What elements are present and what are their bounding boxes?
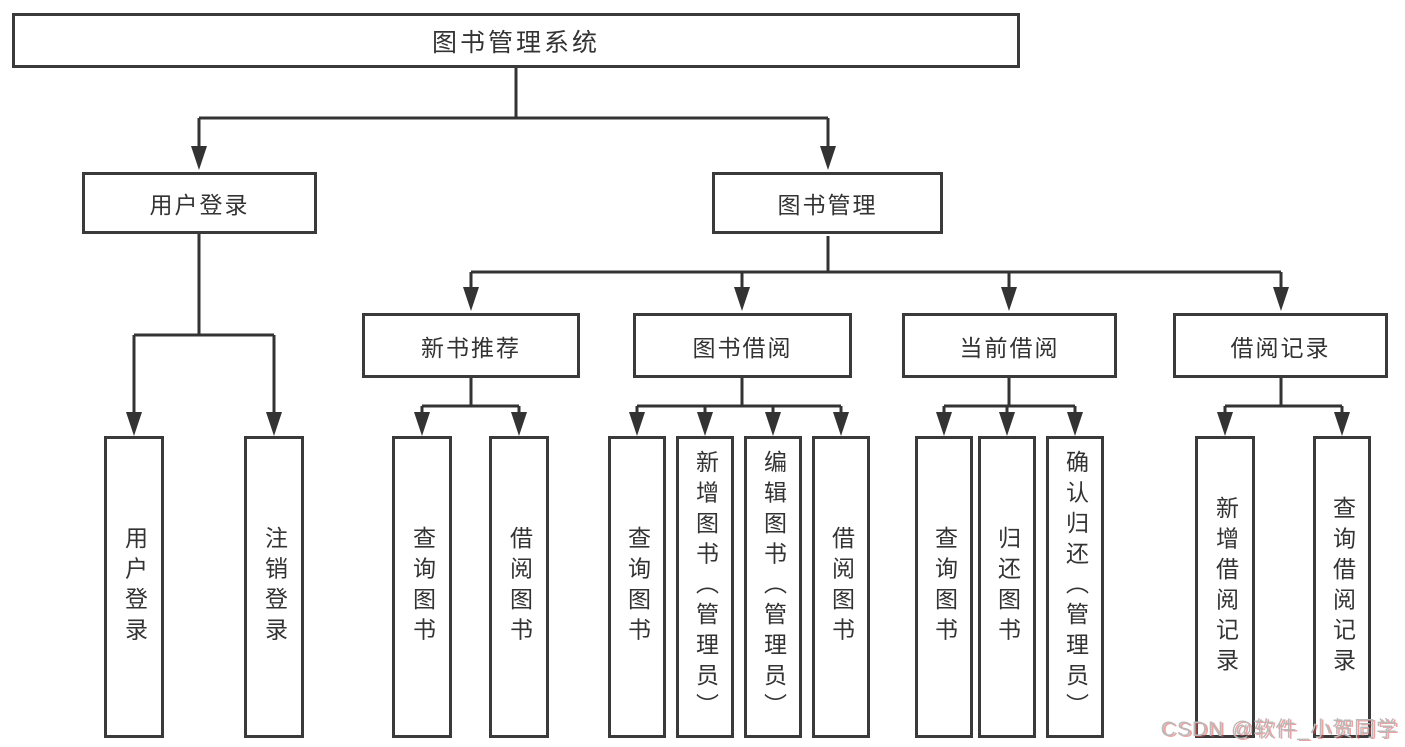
leaf-logout-label: 注销登录 [261,526,288,648]
node-current-borrow: 当前借阅 [902,313,1117,378]
leaf-borrowrecord-add-label: 新增借阅记录 [1212,495,1239,679]
connector-book-mgmt-children [463,236,1289,311]
leaf-bookborrow-borrow-label: 借阅图书 [828,526,855,648]
node-current-borrow-label: 当前借阅 [959,334,1060,361]
leaf-currentborrow-return-label: 归还图书 [994,526,1021,648]
leaf-newbook-query-label: 查询图书 [409,526,436,648]
connector-new-book-rec-children [414,378,527,436]
node-book-borrow: 图书借阅 [633,313,852,378]
node-user-login: 用户登录 [82,172,317,234]
node-book-borrow-label: 图书借阅 [692,334,793,361]
leaf-borrowrecord-query: 查询借阅记录 [1313,436,1371,738]
node-borrow-record-label: 借阅记录 [1230,334,1331,361]
node-user-login-label: 用户登录 [149,192,250,218]
leaf-logout: 注销登录 [244,436,304,738]
leaf-user-login: 用户登录 [104,436,164,738]
leaf-currentborrow-return: 归还图书 [978,436,1036,738]
leaf-borrowrecord-add: 新增借阅记录 [1195,436,1255,738]
leaf-user-login-label: 用户登录 [121,526,148,648]
connector-root-to-level2 [191,68,836,170]
node-new-book-rec: 新书推荐 [362,313,580,378]
leaf-newbook-borrow: 借阅图书 [489,436,549,738]
leaf-bookborrow-query-label: 查询图书 [624,526,651,648]
leaf-currentborrow-query-label: 查询图书 [931,526,958,648]
connector-book-borrow-children [629,378,849,436]
connector-borrow-record-children [1217,378,1350,436]
leaf-bookborrow-query: 查询图书 [608,436,666,738]
leaf-bookborrow-edit: 编辑图书（管理员） [744,436,802,738]
leaf-newbook-borrow-label: 借阅图书 [506,526,533,648]
leaf-newbook-query: 查询图书 [392,436,452,738]
leaf-currentborrow-confirm-label: 确认归还（管理员） [1062,450,1089,724]
connector-user-login-children [126,234,282,436]
node-borrow-record: 借阅记录 [1173,313,1388,378]
node-book-mgmt-label: 图书管理 [777,192,878,218]
leaf-bookborrow-edit-label: 编辑图书（管理员） [760,450,787,724]
csdn-watermark: CSDN @软件_小贺同学 [1160,718,1398,741]
leaf-currentborrow-query: 查询图书 [915,436,973,738]
leaf-borrowrecord-query-label: 查询借阅记录 [1329,495,1356,679]
leaf-bookborrow-add-label: 新增图书（管理员） [692,450,719,724]
leaf-currentborrow-confirm: 确认归还（管理员） [1046,436,1104,738]
connector-current-borrow-children [936,378,1083,436]
node-book-mgmt: 图书管理 [712,172,943,234]
node-root: 图书管理系统 [12,13,1020,68]
node-root-label: 图书管理系统 [431,28,600,57]
node-new-book-rec-label: 新书推荐 [421,334,521,361]
leaf-bookborrow-borrow: 借阅图书 [812,436,870,738]
leaf-bookborrow-add: 新增图书（管理员） [676,436,734,738]
